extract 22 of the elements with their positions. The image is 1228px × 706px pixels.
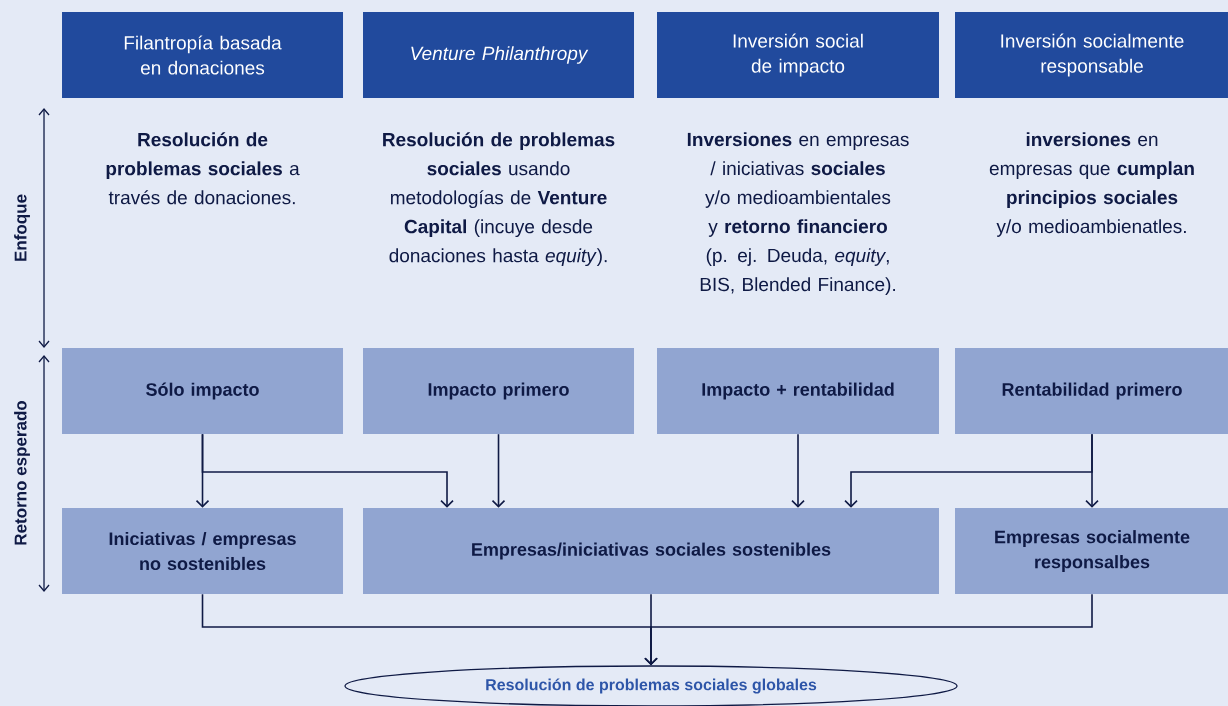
category-box: Empresas/iniciativas sociales sostenibles [363, 508, 939, 594]
arrow [491, 433, 506, 508]
category-box: Empresas socialmente responsalbes [955, 508, 1228, 594]
category-box: Iniciativas / empresas no sostenibles [62, 508, 343, 594]
column-header: Filantropía basada en donaciones [62, 12, 343, 98]
arrow [644, 593, 1093, 666]
description-text: Resolución de problemas sociales a través de donaciones. [106, 132, 300, 205]
category-box: Rentabilidad primero [955, 348, 1228, 434]
arrow [791, 433, 805, 508]
arrow [1085, 433, 1099, 508]
column-header: Venture Philanthropy [363, 12, 634, 98]
description-text: Inversiones en empresas / iniciativas sociales y/o medioambientales y retorno financiero (p. ej. Deuda, equity, BIS, Blended Finance). [687, 132, 909, 295]
arrow [201, 433, 454, 508]
description-text: inversiones en empresas que cumplan principios sociales y/o medioambienatles. [989, 132, 1194, 237]
axis-label: Retorno esperado [14, 400, 30, 545]
category-box: Impacto primero [363, 348, 634, 434]
category-box: Impacto + rentabilidad [657, 348, 939, 434]
category-box: Sólo impacto [62, 348, 343, 434]
column-header: Inversión socialmente responsable [955, 12, 1228, 98]
axis-label: Enfoque [14, 194, 30, 261]
column-header: Inversión social de impacto [657, 12, 939, 98]
description-text: Resolución de problemas sociales usando metodologías de Venture Capital (incuye desde donaciones hasta equity). [383, 132, 615, 267]
